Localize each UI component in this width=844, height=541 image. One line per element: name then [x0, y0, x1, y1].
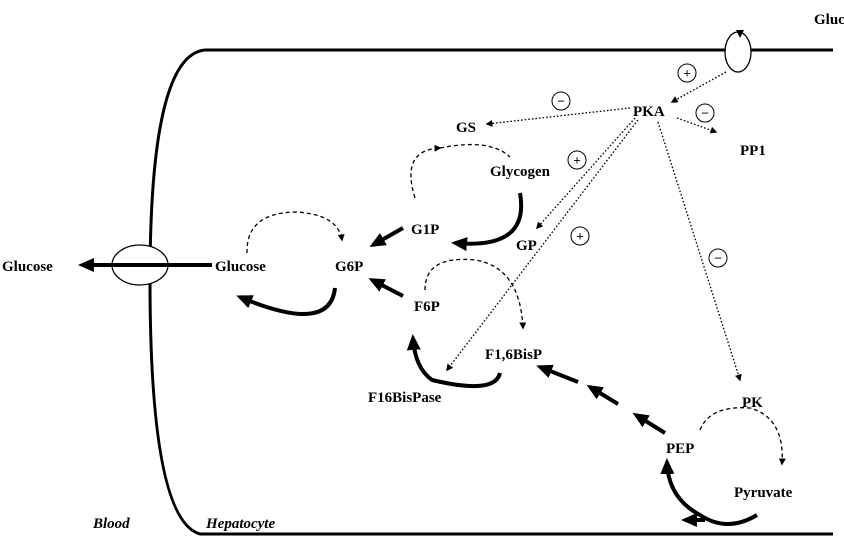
pfk-arc — [424, 258, 527, 330]
g1p-to-g6p-arrow — [369, 226, 404, 247]
f6p-label: F6P — [414, 299, 440, 315]
glucose-cell-label: Glucose — [215, 259, 266, 275]
gluconeo-arrow-3 — [536, 364, 579, 384]
pep-label: PEP — [666, 441, 694, 457]
sign-pka-pp1: − — [695, 103, 715, 123]
svg-text:+: + — [573, 153, 581, 168]
f16bispase-label: F16BisPase — [368, 390, 442, 406]
f16bisp-label: F1,6BisP — [485, 347, 542, 363]
gluconeo-arrow-2 — [586, 384, 620, 406]
glycogen-synthesis-arc-tail — [439, 143, 511, 158]
gluconeo-arrow-1 — [632, 412, 667, 435]
svg-text:−: − — [701, 106, 709, 121]
glucose-blood-label: Glucose — [2, 259, 53, 275]
svg-text:−: − — [557, 94, 565, 109]
f16bispase-arrow — [406, 334, 502, 389]
svg-text:−: − — [714, 251, 722, 266]
sign-pka-gp: + — [567, 150, 587, 170]
glucagon-binding-arrow — [736, 30, 744, 38]
pka-to-gp-arrow — [536, 117, 636, 230]
cell-membrane — [148, 48, 833, 536]
sign-pka-gs: − — [551, 91, 571, 111]
glycogenolysis-arrow — [451, 192, 524, 252]
gs-label: GS — [456, 120, 476, 136]
g6p-label: G6P — [335, 259, 363, 275]
gp-label: GP — [516, 238, 537, 254]
hepatocyte-region-label: Hepatocyte — [205, 516, 275, 532]
pka-label: PKA — [633, 104, 665, 120]
glucagon-to-pka-arrow — [670, 71, 727, 103]
glucagon-receptor — [724, 31, 752, 73]
glucose-recycle-arrow — [236, 287, 337, 316]
pk-arc — [699, 407, 786, 466]
glycogen-label: Glycogen — [490, 164, 551, 180]
sign-pka-pk: − — [708, 248, 728, 268]
sign-pka-f16bispase: + — [570, 226, 590, 246]
svg-text:+: + — [683, 66, 691, 81]
g1p-label: G1P — [411, 222, 439, 238]
pk-label: PK — [742, 395, 763, 411]
glucose-phosphorylation-arc — [246, 211, 345, 254]
pyruvate-label: Pyruvate — [734, 485, 793, 501]
blood-region-label: Blood — [92, 516, 130, 532]
pp1-label: PP1 — [740, 143, 766, 159]
pka-to-pk-arrow — [657, 121, 742, 382]
glycogen-synthesis-arc — [410, 144, 442, 199]
pyruvate-to-pep-arrow — [660, 458, 759, 526]
f6p-to-g6p-arrow — [368, 278, 404, 298]
glucagon-label: Glucagon — [814, 12, 844, 28]
svg-text:+: + — [576, 229, 584, 244]
pka-to-gs-arrow — [485, 107, 631, 127]
sign-glucagon-pka: + — [677, 63, 697, 83]
